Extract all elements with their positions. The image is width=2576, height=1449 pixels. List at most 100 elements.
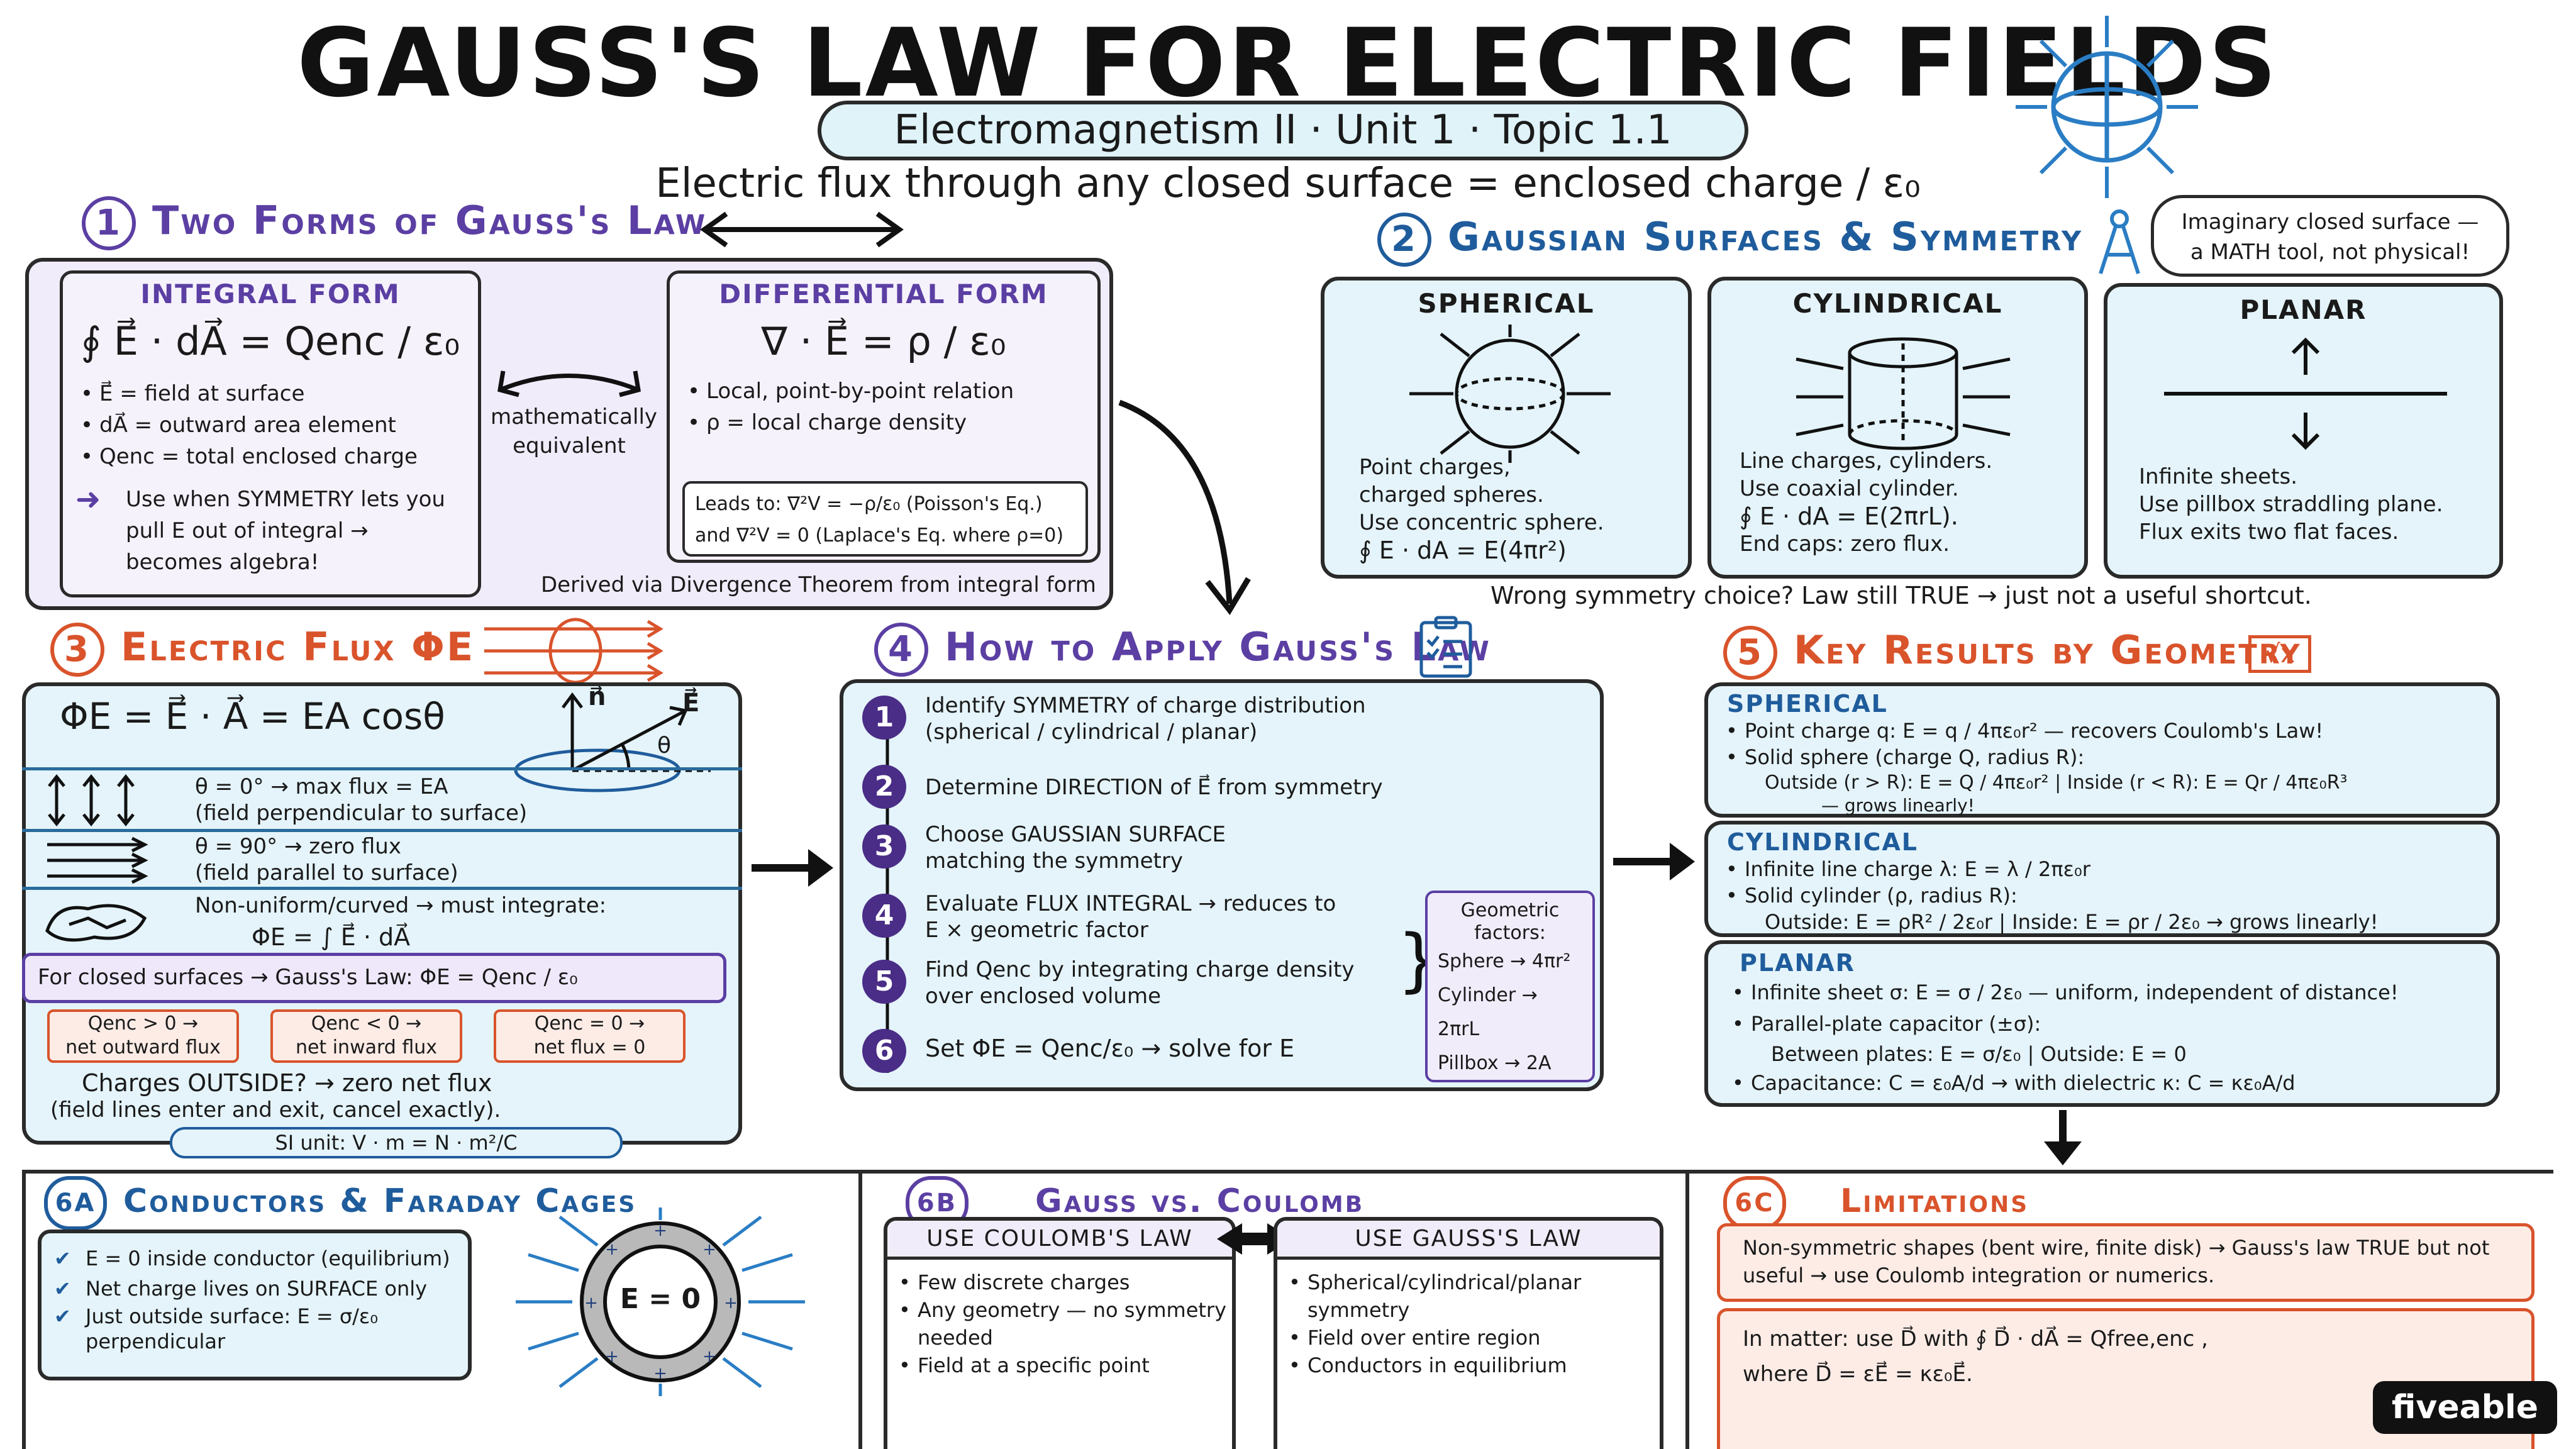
check-icon: ✔ [54,1304,71,1328]
section-4-title: How to Apply Gauss's Law [945,624,1491,670]
result-line: Outside: E = ρR² / 2ε₀r | Inside: E = ρr… [1765,910,2379,934]
spherical-results-box: SPHERICAL Point charge q: E = q / 4πε₀r²… [1704,682,2500,818]
step-text: Identify SYMMETRY of charge distribution [925,693,1366,718]
section-6c-title: Limitations [1840,1182,2029,1220]
flux-case-negative: Qenc < 0 →net inward flux [270,1009,462,1063]
result-line: Solid cylinder (ρ, radius R): [1721,882,2496,909]
theta-label: θ [657,733,672,758]
cylindrical-results-box: CYLINDRICAL Infinite line charge λ: E = … [1704,821,2500,937]
section-3-heading: 3 Electric Flux ΦE [50,623,475,677]
result-line: Point charge q: E = q / 4πε₀r² — recover… [1721,718,2496,744]
outside-charges-line: Charges OUTSIDE? → zero net flux [82,1069,492,1097]
gauss-item: Spherical/cylindrical/planar symmetry [1284,1269,1660,1324]
result-line: Outside (r > R): E = Q / 4πε₀r² | Inside… [1765,772,2348,794]
cylindrical-card: CYLINDRICAL Line charges, cylinders. Use… [1707,277,2088,579]
closed-surface-box: For closed surfaces → Gauss's Law: ΦE = … [22,953,726,1003]
cylindrical-card-title: CYLINDRICAL [1792,288,2003,319]
integral-bullet: dA⃗ = outward area element [75,409,478,441]
conductor-fact: Net charge lives on SURFACE only [86,1277,428,1301]
arrow-down-icon [2044,1110,2082,1165]
spherical-line: ∮ E · dA = E(4πr²) [1359,536,1567,564]
planar-line: Flux exits two flat faces. [2139,519,2399,545]
section-6c-heading: 6C Limitations [1723,1176,2029,1230]
cylindrical-line: ∮ E · dA = E(2πrL). [1740,502,1958,530]
case-label: Qenc > 0 → [87,1013,199,1035]
brand-logo[interactable]: fiveable [2372,1381,2557,1434]
step-subtext: over enclosed volume [925,984,1162,1009]
flux-angle-diagram [514,692,711,792]
arrow-right-icon [1613,843,1695,880]
step-text: Find Qenc by integrating charge density [925,957,1355,982]
step-number: 5 [862,960,906,1004]
flux-case-zero: Qenc = 0 →net flux = 0 [494,1009,686,1063]
step-number: 3 [862,824,906,869]
svg-text:+: + [724,1294,738,1313]
integral-equation: ∮ E⃗ · dA⃗ = Qenc / ε₀ [80,318,460,364]
geo-factor: Cylinder → 2πrL [1438,984,1538,1040]
bottom-divider [858,1170,862,1449]
laplace-line: and ∇²V = 0 (Laplace's Eq. where ρ=0) [695,525,1064,547]
result-line: — grows linearly! [1821,795,1975,816]
geo-title: Geometric factors: [1460,899,1560,944]
curved-arrow-icon [1118,399,1251,615]
svg-text:+: + [605,1347,619,1366]
planar-line: Use pillbox straddling plane. [2139,492,2443,517]
sphere-diagram-icon [1409,325,1611,463]
globe-field-icon [2016,16,2198,198]
differential-bullet: ρ = local charge density [682,407,1097,438]
step-text: Set ΦE = Qenc/ε₀ → solve for E [925,1035,1295,1062]
bottom-divider [1685,1170,1689,1449]
leads-to-box: Leads to: ∇²V = −ρ/ε₀ (Poisson's Eq.) an… [682,481,1088,557]
integral-note: Use when SYMMETRY lets you pull E out of… [126,487,445,575]
result-line: Solid sphere (charge Q, radius R): [1721,744,2496,770]
section-3-number: 3 [50,623,104,677]
flux-equation: ΦE = E⃗ · A⃗ = EA cosθ [60,695,445,738]
flux-case-positive: Qenc > 0 →net outward flux [47,1009,239,1063]
curved-surface-icon [45,904,147,942]
flux-row-a: Non-uniform/curved → must integrate: [195,893,607,918]
section-3-panel [22,682,742,1145]
divider [22,829,742,832]
double-arrow-icon [700,211,904,248]
cylindrical-line: Use coaxial cylinder. [1740,476,1959,501]
step-text: Choose GAUSSIAN SURFACE [925,822,1226,847]
section-4-panel: 1 Identify SYMMETRY of charge distributi… [840,679,1604,1091]
divider [22,767,742,770]
field-vector-label: E⃗ [682,689,700,718]
case-desc: net inward flux [295,1036,438,1058]
cylindrical-results-header: CYLINDRICAL [1727,828,1919,856]
geometric-factors-box: Geometric factors: Sphere → 4πr² Cylinde… [1425,891,1595,1082]
coulomb-item: Few discrete charges [894,1269,1232,1296]
case-desc: net flux = 0 [533,1036,646,1058]
coulomb-header: USE COULOMB'S LAW [887,1221,1232,1260]
section-6c-number: 6C [1723,1176,1786,1230]
gauss-column: USE GAUSS'S LAW Spherical/cylindrical/pl… [1274,1217,1663,1449]
coulomb-column: USE COULOMB'S LAW Few discrete charges A… [884,1217,1236,1449]
integral-form-header: INTEGRAL FORM [140,279,401,309]
flux-row-b: ΦE = ∫ E⃗ · dA⃗ [252,923,411,951]
flux-row-a: θ = 0° → max flux = EA [195,774,448,799]
flux-row-b: (field perpendicular to surface) [195,801,528,826]
bottom-band-edge [22,1170,26,1449]
conductor-fact: E = 0 inside conductor (equilibrium) [86,1246,450,1270]
arrow-right-icon [752,849,833,887]
check-icon: ✔ [54,1277,71,1301]
planar-card: PLANAR Infinite sheets. Use pillbox stra… [2104,283,2503,579]
result-line: Infinite line charge λ: E = λ / 2πε₀r [1721,856,2496,882]
differential-bullet: Local, point-by-point relation [682,375,1097,407]
conductor-fact: Just outside surface: E = σ/ε₀ perpendic… [86,1304,379,1353]
section-3-title: Electric Flux ΦE [121,624,475,670]
planar-results-header: PLANAR [1740,949,1855,977]
section-2-number: 2 [1377,213,1431,267]
spherical-line: Use concentric sphere. [1359,510,1604,535]
flux-loop-icon [484,618,663,684]
page-title: GAUSS'S LAW FOR ELECTRIC FIELDS [297,9,2279,118]
section-2-title: Gaussian Surfaces & Symmetry [1448,214,2084,260]
integral-form-card: INTEGRAL FORM ∮ E⃗ · dA⃗ = Qenc / ε₀ E⃗ … [60,270,481,597]
in-matter-line: In matter: use D⃗ with ∮ D⃗ · dA⃗ = Qfre… [1743,1326,2208,1352]
differential-form-header: DIFFERENTIAL FORM [719,279,1048,309]
